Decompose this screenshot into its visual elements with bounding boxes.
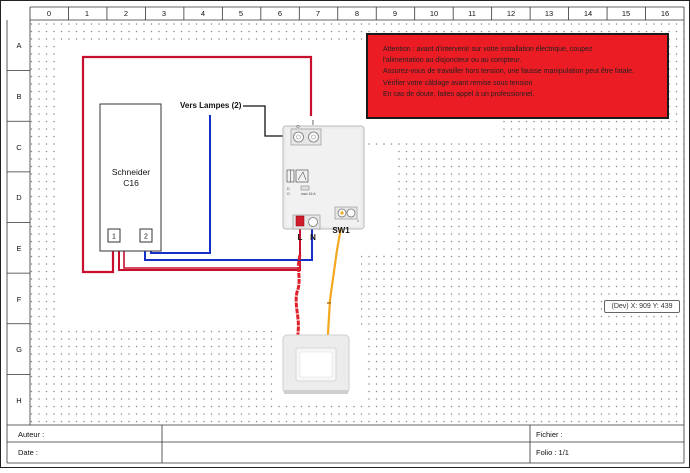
file-label: Fichier : xyxy=(536,430,563,439)
row-label: E xyxy=(16,244,21,253)
switch-phase-wire xyxy=(294,254,302,350)
warning-line: Vérifier votre câblage avant remise sous… xyxy=(383,79,533,87)
wall-switch xyxy=(282,334,350,394)
column-label: 8 xyxy=(355,9,359,18)
cursor-coordinates: (Dev) X: 909 Y: 439 xyxy=(604,300,680,313)
column-label: 13 xyxy=(545,9,553,18)
breaker-terminal-2-label: 2 xyxy=(144,234,148,241)
column-label: 12 xyxy=(507,9,515,18)
column-label: 2 xyxy=(124,9,128,18)
author-label: Auteur : xyxy=(18,430,45,439)
column-label: 3 xyxy=(162,9,166,18)
column-label: 0 xyxy=(47,9,51,18)
lamps-label: Vers Lampes (2) xyxy=(180,101,242,110)
warning-line: Assurez-vous de travailler hors tension,… xyxy=(383,68,634,76)
warning-line: Attention : avant d'intervenir sur votre… xyxy=(383,46,593,53)
row-label: G xyxy=(16,345,22,354)
switch-signal-wire xyxy=(325,215,345,351)
row-label: H xyxy=(16,396,21,405)
module-rating-label: max 16 A xyxy=(301,192,316,196)
lamps-leader-line xyxy=(243,105,287,137)
column-label: 1 xyxy=(85,9,89,18)
module-label-sw1: SW1 xyxy=(332,226,350,235)
module-terminal-o-label: O xyxy=(296,124,300,129)
phase-wire-loop xyxy=(81,55,313,274)
column-label: 5 xyxy=(239,9,243,18)
phase-wire-to-l xyxy=(118,223,301,271)
folio-value: 1/1 xyxy=(558,448,569,457)
date-label: Date : xyxy=(18,448,39,457)
column-label: 11 xyxy=(468,9,476,18)
column-label: 14 xyxy=(584,9,592,18)
row-label: D xyxy=(16,193,22,202)
relay-module: O I max 16 A D O 1 xyxy=(282,120,365,230)
warning-line: l'alimentation au disjoncteur ou au comp… xyxy=(383,57,522,65)
column-label: 9 xyxy=(393,9,397,18)
breaker-terminal-2 xyxy=(139,228,153,243)
column-label: 10 xyxy=(430,9,438,18)
breaker-terminal-1 xyxy=(107,228,121,243)
folio-label: Folio : xyxy=(536,448,557,457)
safety-warning: Attention : avant d'intervenir sur votre… xyxy=(366,33,669,119)
title-block xyxy=(6,425,685,464)
row-label: C xyxy=(16,143,22,152)
column-label: 4 xyxy=(201,9,205,18)
row-label: F xyxy=(17,295,22,304)
svg-text:1: 1 xyxy=(357,219,359,223)
folio: Folio : 1/1 xyxy=(536,448,569,457)
row-label: B xyxy=(16,92,21,101)
row-label: A xyxy=(16,41,21,50)
column-label: 16 xyxy=(661,9,669,18)
module-label-l: L xyxy=(298,233,303,242)
breaker-rating: C16 xyxy=(123,178,139,188)
column-label: 15 xyxy=(622,9,630,18)
phase-wire-secondary xyxy=(123,246,298,269)
column-label: 6 xyxy=(278,9,282,18)
breaker-terminal-1-label: 1 xyxy=(112,234,116,241)
module-side-mark: D xyxy=(287,187,290,191)
module-terminal-i-label: I xyxy=(312,120,314,127)
circuit-breaker xyxy=(99,103,162,252)
module-label-n: N xyxy=(310,233,316,242)
column-label: 7 xyxy=(316,9,320,18)
breaker-brand: Schneider xyxy=(112,167,150,177)
warning-line: En cas de doute, faites appel à un profe… xyxy=(383,90,535,98)
module-side-mark: O xyxy=(287,192,290,196)
